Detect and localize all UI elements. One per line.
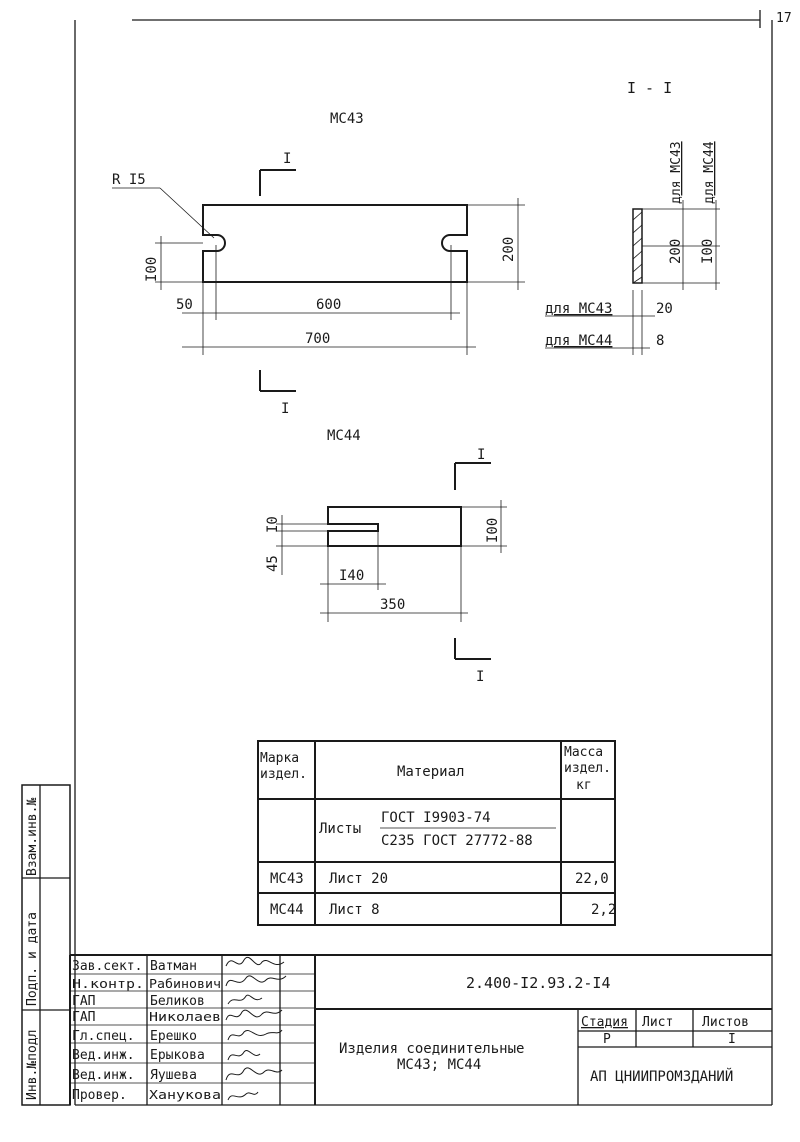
sig-role-4: ГАП xyxy=(72,1010,95,1025)
mc44-cut-mark-top: I xyxy=(454,447,491,490)
section-label-mc43: для МС43 xyxy=(669,141,684,204)
sig-name-1: Ватман xyxy=(150,959,197,974)
mc44-title: МС44 xyxy=(327,428,361,444)
mc44-cut-label-top: I xyxy=(477,447,485,463)
organization-name: АП ЦНИИПРОМЗДАНИЙ xyxy=(590,1067,733,1085)
spec-numerator: ГОСТ I9903-74 xyxy=(381,810,491,826)
sig-name-4: Николаев xyxy=(149,1010,221,1024)
mc43-cut-label-bottom: I xyxy=(281,401,289,417)
row1-material: Лист 20 xyxy=(329,871,388,887)
section-title: I - I xyxy=(627,79,672,97)
mc44-dim-350: 350 xyxy=(380,597,405,613)
row1-mass: 22,0 xyxy=(575,871,609,887)
table-header-material: Материал xyxy=(397,764,464,780)
mc43-radius-label: R I5 xyxy=(112,172,146,188)
mc44-plate-outline xyxy=(327,506,462,547)
sig-role-8: Провер. xyxy=(72,1088,127,1103)
row1-mark: МС43 xyxy=(270,871,304,887)
mc43-cut-label-top: I xyxy=(283,151,291,167)
side-stamp-inv: Инв.№подл xyxy=(25,1030,40,1100)
handwritten-signatures xyxy=(225,957,287,1101)
side-stamp: Взам.инв.№ Подп. и дата Инв.№подл xyxy=(21,784,71,1106)
product-name-line1: Изделия соединительные xyxy=(339,1041,524,1057)
section-thk-value-mc44: 8 xyxy=(656,333,664,349)
mc43-cut-mark-bottom: I xyxy=(259,370,296,417)
sig-name-5: Ерешко xyxy=(150,1029,197,1044)
mc43-view: МС43 I R I5 I00 200 50 600 700 xyxy=(112,111,525,417)
mc44-cut-label-bottom: I xyxy=(476,669,484,685)
mc44-view: МС44 I I0 45 I00 I40 350 I xyxy=(265,428,507,685)
sig-role-3: ГАП xyxy=(72,994,95,1009)
table-header-mark-1: Марка xyxy=(260,751,299,766)
section-view: I - I 200 I00 для МС43 для МС44 для МС43… xyxy=(545,79,720,355)
mc43-dim-600: 600 xyxy=(316,297,341,313)
sheet-frame xyxy=(74,10,773,1106)
mc44-dim-100: I00 xyxy=(485,518,501,543)
mc44-cut-mark-bottom: I xyxy=(454,638,491,685)
sig-role-2: Н.контр. xyxy=(72,977,144,991)
title-block: Зав.сект. Ватман Н.контр. Рабинович ГАП … xyxy=(69,954,772,1105)
sig-role-6: Вед.инж. xyxy=(72,1048,135,1063)
mc43-dim-700: 700 xyxy=(305,331,330,347)
stage-value: Р xyxy=(603,1032,611,1047)
signature-rows: Зав.сект. Ватман Н.контр. Рабинович ГАП … xyxy=(72,959,221,1103)
sig-name-7: Яушева xyxy=(150,1068,197,1083)
product-name-line2: МС43; МС44 xyxy=(397,1057,481,1073)
side-stamp-replace: Взам.инв.№ xyxy=(25,798,40,876)
sig-name-2: Рабинович xyxy=(149,977,221,991)
sig-name-3: Беликов xyxy=(150,994,205,1009)
mc44-dim-140: I40 xyxy=(339,568,364,584)
materials-table: Марка издел. Материал Масса издел. кг Ли… xyxy=(257,740,616,926)
mc43-plate-outline xyxy=(202,204,468,283)
mc43-dim-100: I00 xyxy=(144,257,160,282)
sig-role-1: Зав.сект. xyxy=(72,959,142,974)
table-header-mass-2: издел. xyxy=(564,761,611,776)
section-thk-label-mc44: для МС44 xyxy=(545,333,612,349)
sheets-header: Листов xyxy=(702,1015,749,1030)
table-header-mass-3: кг xyxy=(576,778,592,793)
section-dim-100: I00 xyxy=(700,239,716,264)
sheets-value: I xyxy=(728,1032,736,1047)
mc43-dim-200: 200 xyxy=(501,237,517,262)
mc44-dim-45: 45 xyxy=(265,555,281,572)
section-thk-label-mc43: для МС43 xyxy=(545,301,612,317)
mc43-cut-mark-top: I xyxy=(259,151,296,196)
sig-name-8: Ханукова xyxy=(149,1088,221,1102)
sheet-number: 17 xyxy=(776,11,792,26)
row2-mark: МС44 xyxy=(270,902,304,918)
mc44-dim-10: I0 xyxy=(265,516,281,533)
table-header-mass-1: Масса xyxy=(564,745,603,760)
spec-denominator: С235 ГОСТ 27772-88 xyxy=(381,833,533,849)
doc-code: 2.400-I2.93.2-I4 xyxy=(466,974,611,992)
sig-role-7: Вед.инж. xyxy=(72,1068,135,1083)
mc43-dim-50: 50 xyxy=(176,297,193,313)
spec-prefix: Листы xyxy=(319,821,361,837)
side-stamp-sign: Подп. и дата xyxy=(25,912,40,1006)
section-plate xyxy=(632,208,643,284)
section-dim-200: 200 xyxy=(668,239,684,264)
stage-header: Стадия xyxy=(581,1015,628,1030)
mc43-title: МС43 xyxy=(330,111,364,127)
sig-role-5: Гл.спец. xyxy=(72,1029,135,1044)
row2-material: Лист 8 xyxy=(329,902,380,918)
table-header-mark-2: издел. xyxy=(260,767,307,782)
section-label-mc44: для МС44 xyxy=(702,141,717,204)
sig-name-6: Ерыкова xyxy=(150,1048,205,1063)
row2-mass: 2,2 xyxy=(591,902,616,918)
sheet-header: Лист xyxy=(642,1015,673,1030)
section-thk-value-mc43: 20 xyxy=(656,301,673,317)
